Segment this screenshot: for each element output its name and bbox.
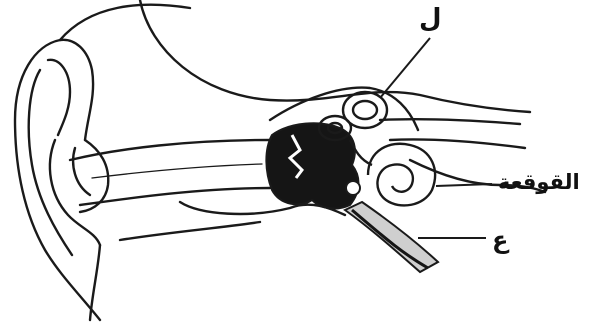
- lower-tissue-2: [120, 222, 260, 240]
- pinna: [15, 40, 108, 320]
- leader-line-lam: [380, 38, 430, 98]
- leader-line-cochlea: [436, 184, 492, 186]
- nerve-outline: [380, 119, 520, 124]
- oval-window: [346, 181, 360, 195]
- label-top-letter: ل: [419, 4, 442, 34]
- label-bottom-letter: ع: [492, 226, 508, 254]
- cochlea: [368, 144, 435, 206]
- ear-canal: [70, 140, 270, 205]
- nerve-outline-2: [390, 139, 525, 148]
- head-outline-curve-2: [140, 0, 530, 112]
- head-outline-curve: [60, 5, 190, 40]
- label-cochlea: القوقعة: [498, 170, 580, 194]
